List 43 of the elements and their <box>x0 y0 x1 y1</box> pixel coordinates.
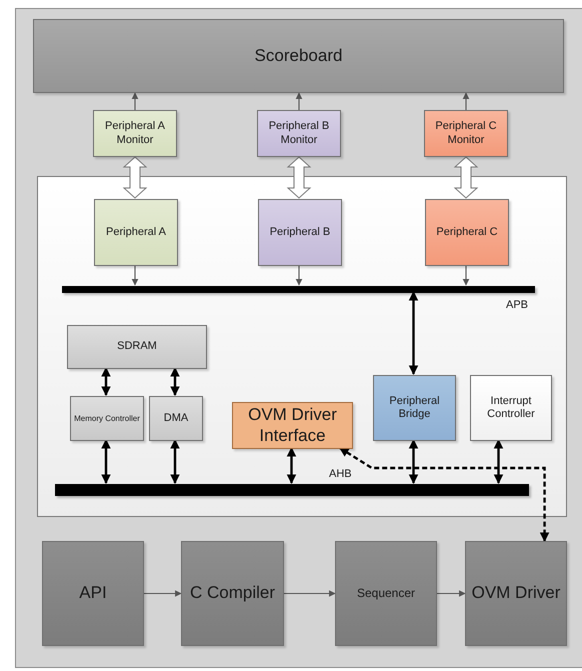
process-box: API <box>42 541 144 646</box>
arrow <box>170 367 180 396</box>
peripheral-box: Peripheral C <box>425 199 509 266</box>
arrow <box>494 439 504 484</box>
bus-bar <box>62 286 535 293</box>
process-box: C Compiler <box>181 541 284 646</box>
arrow <box>408 439 418 484</box>
double-arrow <box>286 156 312 199</box>
dma-box: DMA <box>149 396 203 441</box>
arrow <box>286 447 296 484</box>
arrow <box>296 265 302 286</box>
arrow <box>132 265 138 286</box>
arrow <box>462 265 470 286</box>
arrow <box>284 590 336 597</box>
bus-bar <box>55 484 529 496</box>
double-arrow <box>454 156 478 199</box>
arrow <box>101 367 111 396</box>
bus-label: AHB <box>329 468 352 480</box>
arrow <box>339 446 550 542</box>
arrow <box>408 291 418 375</box>
interface-box: OVM Driver Interface <box>232 402 353 449</box>
peripheral-box: Peripheral A <box>94 199 178 266</box>
process-box: Sequencer <box>335 541 437 646</box>
controller-box: Interrupt Controller <box>470 375 552 441</box>
arrow <box>296 92 302 110</box>
arrow <box>462 92 470 110</box>
scoreboard-box: Scoreboard <box>33 19 564 93</box>
memory-box: SDRAM <box>67 325 207 369</box>
bridge-box: Peripheral Bridge <box>373 375 456 441</box>
process-box: OVM Driver <box>465 541 567 646</box>
arrow <box>437 590 466 597</box>
arrow <box>101 439 111 484</box>
arrow <box>144 590 182 597</box>
chip-panel <box>37 176 567 517</box>
arrow <box>132 92 138 110</box>
arrow <box>170 439 180 484</box>
peripheral-box: Peripheral B <box>258 199 342 266</box>
double-arrow <box>122 156 148 199</box>
controller-box: Memory Controller <box>70 396 144 441</box>
monitor-box: Peripheral A Monitor <box>93 110 177 157</box>
bus-label: APB <box>506 299 528 311</box>
monitor-box: Peripheral B Monitor <box>257 110 341 157</box>
monitor-box: Peripheral C Monitor <box>424 110 508 157</box>
